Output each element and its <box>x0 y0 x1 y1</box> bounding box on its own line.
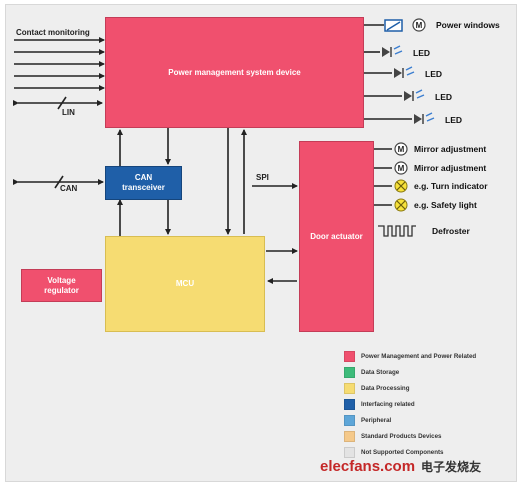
legend-item: Peripheral <box>344 414 391 426</box>
spi-label: SPI <box>256 173 269 182</box>
legend-item: Data Processing <box>344 382 410 394</box>
window-icon <box>384 19 403 32</box>
can-label: CAN <box>60 184 78 193</box>
legend-item: Interfacing related <box>344 398 415 410</box>
led-icon <box>404 89 425 101</box>
legend-item: Not Supported Components <box>344 446 444 458</box>
legend-label: Data Storage <box>361 368 400 376</box>
defroster-label: Defroster <box>432 226 470 236</box>
svg-text:M: M <box>416 21 423 30</box>
led-icon <box>394 66 415 78</box>
door-actuator-block: Door actuator <box>299 141 374 332</box>
motor-icon: M <box>394 161 408 175</box>
power-management-label: Power management system device <box>168 67 301 77</box>
led-2-label: LED <box>425 69 442 79</box>
lin-label: LIN <box>62 108 75 117</box>
brand-watermark: elecfans.com 电子发烧友 <box>320 458 481 475</box>
legend-swatch <box>344 350 355 362</box>
legend-item: Standard Products Devices <box>344 430 441 442</box>
legend-item: Power Management and Power Related <box>344 350 476 362</box>
safety-light-label: e.g. Safety light <box>414 200 477 210</box>
legend-swatch <box>344 414 355 426</box>
legend-label: Interfacing related <box>361 400 415 408</box>
legend-label: Data Processing <box>361 384 410 392</box>
turn-indicator-label: e.g. Turn indicator <box>414 181 488 191</box>
door-actuator-label: Door actuator <box>310 231 363 241</box>
legend-swatch <box>344 382 355 394</box>
can-transceiver-block: CAN transceiver <box>105 166 182 200</box>
svg-text:M: M <box>398 145 405 154</box>
led-icon <box>382 45 403 57</box>
motor-icon: M <box>412 18 426 32</box>
brand-name: elecfans.com <box>320 458 416 475</box>
legend-label: Power Management and Power Related <box>361 352 477 360</box>
voltage-regulator-label: Voltage regulator <box>44 275 79 295</box>
heater-icon <box>378 225 416 237</box>
power-management-block: Power management system device <box>105 17 364 128</box>
legend-swatch <box>344 430 355 442</box>
svg-text:M: M <box>398 164 405 173</box>
legend-swatch <box>344 366 355 378</box>
motor-icon: M <box>394 142 408 156</box>
can-transceiver-label: CAN transceiver <box>122 173 165 192</box>
lamp-icon <box>394 179 408 193</box>
legend-swatch <box>344 398 355 410</box>
mirror-adjustment-1-label: Mirror adjustment <box>414 144 487 154</box>
legend-label: Standard Products Devices <box>361 432 442 440</box>
mcu-block: MCU <box>105 236 265 332</box>
power-windows-label: Power windows <box>436 20 500 30</box>
led-3-label: LED <box>435 92 452 102</box>
led-1-label: LED <box>413 48 430 58</box>
legend-swatch <box>344 446 355 458</box>
legend-item: Data Storage <box>344 366 399 378</box>
lamp-icon <box>394 198 408 212</box>
voltage-regulator-block: Voltage regulator <box>21 269 102 302</box>
brand-name-cn: 电子发烧友 <box>421 460 482 474</box>
legend-label: Peripheral <box>361 416 392 424</box>
mcu-label: MCU <box>175 279 195 288</box>
led-icon <box>414 112 435 124</box>
mirror-adjustment-2-label: Mirror adjustment <box>414 163 487 173</box>
legend-label: Not Supported Components <box>361 448 444 456</box>
led-4-label: LED <box>445 115 462 125</box>
contact-monitoring-label: Contact monitoring <box>16 28 90 37</box>
